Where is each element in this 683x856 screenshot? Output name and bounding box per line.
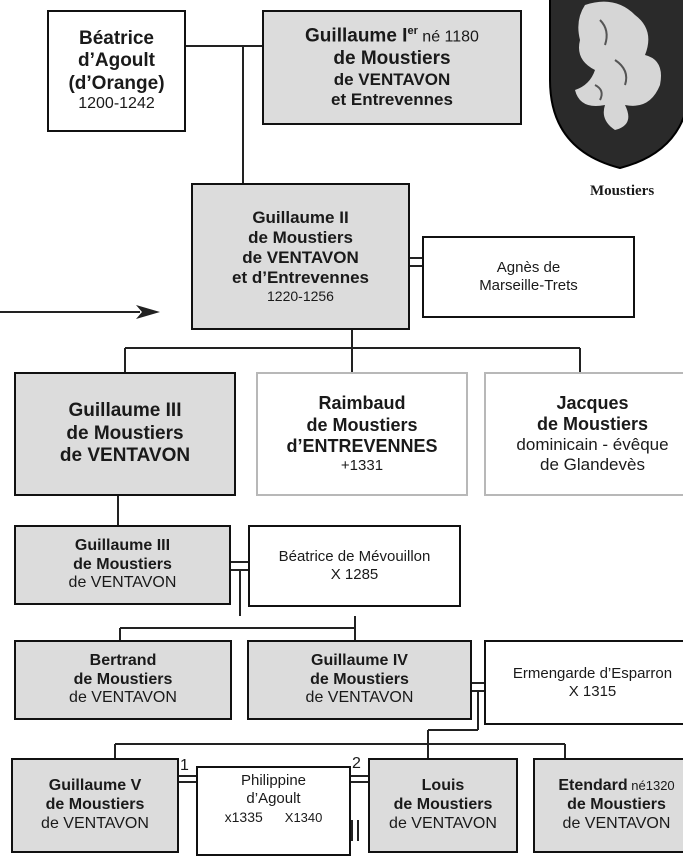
person-title: et Entrevennes bbox=[331, 90, 453, 110]
person-role: de Glandevès bbox=[540, 455, 645, 475]
person-name: Agnès de bbox=[496, 259, 561, 277]
person-title: de VENTAVON bbox=[59, 445, 191, 467]
person-title: de VENTAVON bbox=[242, 248, 359, 268]
person-house: de Moustiers bbox=[536, 413, 649, 434]
person-branch: (d’Orange) bbox=[68, 72, 165, 94]
person-name: Bertrand bbox=[89, 651, 157, 669]
person-house: d’Agoult bbox=[77, 50, 156, 72]
person-name: Guillaume V bbox=[48, 777, 142, 795]
arrow-icon bbox=[136, 305, 160, 319]
person-house: de Moustiers bbox=[248, 228, 353, 248]
person-title: de VENTAVON bbox=[562, 814, 671, 832]
person-house: de Moustiers bbox=[567, 796, 666, 814]
coat-of-arms-caption: Moustiers bbox=[590, 183, 655, 199]
person-name: Jacques bbox=[556, 392, 629, 413]
person-name: Béatrice de Mévouillon bbox=[278, 548, 431, 566]
person-house: de Moustiers bbox=[73, 555, 172, 573]
person-house: de Moustiers bbox=[333, 47, 451, 69]
marriage-year: X 1315 bbox=[568, 682, 617, 700]
person-guillaume-5: Guillaume V de Moustiers de VENTAVON bbox=[11, 758, 179, 853]
person-name: Louis bbox=[421, 777, 465, 795]
person-jacques: Jacques de Moustiers dominicain - évêque… bbox=[484, 372, 683, 496]
person-dates: +1331 bbox=[340, 457, 384, 474]
person-name: Ermengarde d’Esparron bbox=[512, 664, 673, 682]
person-name: Etendard né1320 bbox=[558, 777, 675, 795]
person-title: de VENTAVON bbox=[389, 814, 497, 832]
person-guillaume-1: Guillaume Ier né 1180 de Moustiers de VE… bbox=[262, 10, 522, 125]
person-guillaume-4: Guillaume IV de Moustiers de VENTAVON bbox=[247, 640, 472, 720]
person-beatrice-dagoult: Béatrice d’Agoult (d’Orange) 1200-1242 bbox=[47, 10, 186, 132]
person-guillaume-3: Guillaume III de Moustiers de VENTAVON bbox=[14, 372, 236, 496]
person-name: Guillaume II bbox=[252, 208, 349, 228]
person-beatrice-mevouillon: Béatrice de Mévouillon X 1285 bbox=[248, 525, 461, 607]
person-agnes-marseille-trets: Agnès de Marseille-Trets bbox=[422, 236, 635, 318]
person-dates: 1200-1242 bbox=[78, 95, 155, 113]
person-guillaume-2: Guillaume II de Moustiers de VENTAVON et… bbox=[191, 183, 410, 330]
person-name: Guillaume III bbox=[74, 536, 171, 554]
person-raimbaud: Raimbaud de Moustiers d’ENTREVENNES +133… bbox=[256, 372, 468, 496]
person-title: de VENTAVON bbox=[41, 814, 149, 832]
person-name: Raimbaud bbox=[318, 393, 406, 414]
person-guillaume-3-ventavon: Guillaume III de Moustiers de VENTAVON bbox=[14, 525, 231, 605]
person-house: de Moustiers bbox=[66, 422, 184, 444]
person-name: Philippine bbox=[240, 772, 307, 789]
person-house: de Moustiers bbox=[393, 796, 493, 814]
person-name: Béatrice bbox=[79, 27, 154, 49]
person-house: de Moustiers bbox=[306, 414, 418, 435]
marriage-year: X 1285 bbox=[330, 566, 379, 583]
person-title: de VENTAVON bbox=[68, 574, 177, 592]
person-house: Marseille-Trets bbox=[479, 277, 578, 294]
person-house: de Moustiers bbox=[73, 670, 173, 688]
person-role: dominicain - évêque bbox=[516, 435, 669, 455]
person-house: d’Agoult bbox=[246, 789, 301, 807]
marriage-number-1: 1 bbox=[180, 757, 189, 774]
person-title: de VENTAVON bbox=[69, 689, 177, 707]
coat-of-arms-icon bbox=[549, 0, 683, 170]
person-ermengarde-desparron: Ermengarde d’Esparron X 1315 bbox=[484, 640, 683, 725]
marriage-number-2: 2 bbox=[352, 755, 361, 772]
person-bertrand: Bertrand de Moustiers de VENTAVON bbox=[14, 640, 232, 720]
person-title: de VENTAVON bbox=[333, 70, 451, 90]
person-title: et d’Entrevennes bbox=[232, 268, 369, 288]
person-name: Guillaume IV bbox=[311, 651, 408, 669]
person-house: de Moustiers bbox=[45, 796, 145, 814]
person-louis: Louis de Moustiers de VENTAVON bbox=[368, 758, 518, 853]
person-name: Guillaume III bbox=[68, 400, 182, 422]
person-title: d’ENTREVENNES bbox=[286, 435, 438, 456]
person-dates: 1220-1256 bbox=[267, 288, 334, 305]
person-title: de VENTAVON bbox=[305, 689, 414, 707]
person-name: Guillaume Ier né 1180 bbox=[305, 24, 479, 47]
person-house: de Moustiers bbox=[310, 670, 409, 688]
person-etendard: Etendard né1320 de Moustiers de VENTAVON bbox=[533, 758, 683, 853]
